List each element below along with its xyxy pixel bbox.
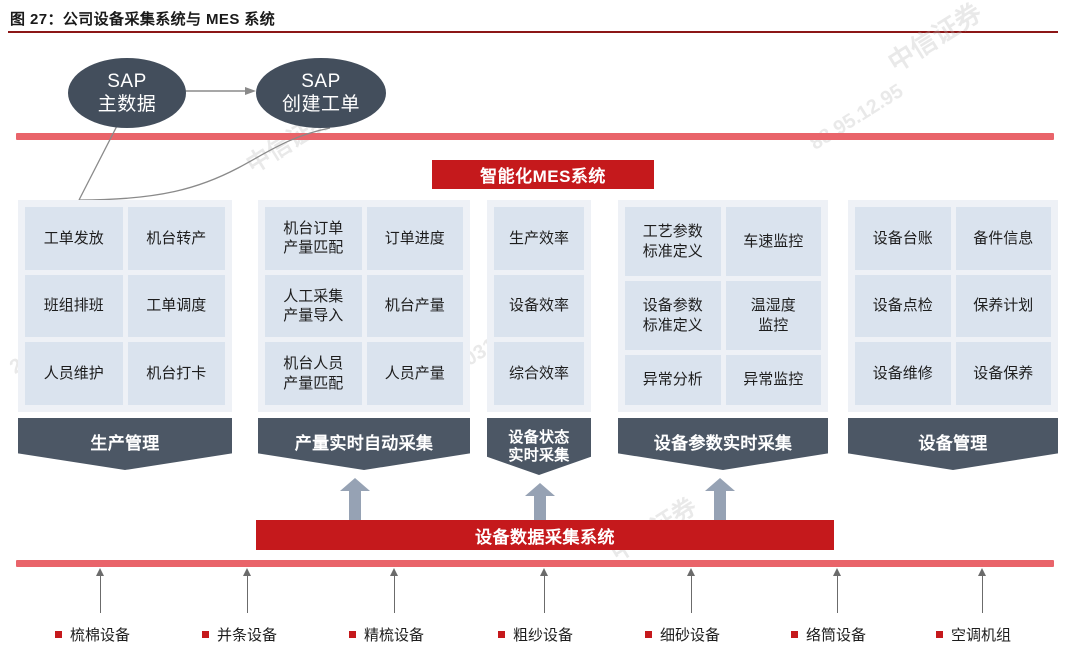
column-footer-equipment-status-realtime-collection: 设备状态实时采集 [487, 418, 591, 475]
module-cell[interactable]: 温湿度监控 [725, 281, 821, 351]
bullet-icon [791, 631, 798, 638]
sap-master-data-line2: 主数据 [97, 94, 157, 115]
module-cell[interactable]: 保养计划 [955, 274, 1051, 338]
sap-master-data-node[interactable]: SAP 主数据 [68, 58, 186, 128]
device-item-label: 络筒设备 [806, 627, 867, 644]
data-collection-system-label: 设备数据采集系统 [475, 527, 615, 547]
cell-grid: 机台订单产量匹配 订单进度 人工采集产量导入 机台产量 机台人员产量匹配 人员产… [265, 207, 463, 405]
top-divider-rule [16, 133, 1054, 140]
module-cell[interactable]: 设备效率 [494, 274, 584, 338]
module-cell[interactable]: 订单进度 [366, 207, 463, 270]
bullet-icon [55, 631, 62, 638]
device-item[interactable]: 粗纱设备 [498, 624, 573, 645]
device-link-arrow-icon [540, 568, 549, 613]
module-cell[interactable]: 工单发放 [25, 207, 123, 270]
column-equipment-parameter-realtime-collection: 工艺参数标准定义 车速监控 设备参数标准定义 温湿度监控 异常分析 异常监控 [618, 200, 828, 412]
bullet-icon [349, 631, 356, 638]
sap-master-data-line1: SAP [107, 70, 147, 92]
device-link-arrow-icon [833, 568, 842, 613]
watermark: 88.95.12.95 [806, 80, 908, 155]
column-output-realtime-auto-collection: 机台订单产量匹配 订单进度 人工采集产量导入 机台产量 机台人员产量匹配 人员产… [258, 200, 470, 412]
device-item-label: 粗纱设备 [513, 627, 574, 644]
module-cell[interactable]: 人员产量 [366, 342, 463, 405]
module-cell[interactable]: 设备维修 [855, 342, 951, 405]
bottom-divider-rule [16, 560, 1054, 567]
device-link-arrow-icon [243, 568, 252, 613]
device-item-label: 精梳设备 [364, 627, 425, 644]
device-link-arrow-icon [96, 568, 105, 613]
column-footer-label: 设备参数实时采集 [653, 433, 793, 453]
cell-grid: 设备台账 备件信息 设备点检 保养计划 设备维修 设备保养 [855, 207, 1051, 405]
device-item-label: 梳棉设备 [70, 627, 131, 644]
column-equipment-management: 设备台账 备件信息 设备点检 保养计划 设备维修 设备保养 [848, 200, 1058, 412]
device-item[interactable]: 精梳设备 [349, 624, 424, 645]
flow-arrow-up-icon [340, 478, 370, 522]
device-item-label: 细砂设备 [660, 627, 721, 644]
module-cell[interactable]: 机台人员产量匹配 [265, 342, 362, 405]
flow-arrow-up-icon [525, 483, 555, 522]
module-cell[interactable]: 设备保养 [955, 342, 1051, 405]
device-link-arrow-icon [687, 568, 696, 613]
device-item[interactable]: 并条设备 [202, 624, 277, 645]
column-footer-label: 产量实时自动采集 [294, 433, 434, 453]
bullet-icon [202, 631, 209, 638]
module-cell[interactable]: 异常分析 [625, 355, 721, 405]
column-production-management: 工单发放 机台转产 班组排班 工单调度 人员维护 机台打卡 [18, 200, 232, 412]
module-cell[interactable]: 机台打卡 [127, 342, 225, 405]
device-item-label: 并条设备 [217, 627, 278, 644]
module-cell[interactable]: 机台转产 [127, 207, 225, 270]
device-item[interactable]: 络筒设备 [791, 624, 866, 645]
module-cell[interactable]: 综合效率 [494, 342, 584, 405]
module-cell[interactable]: 异常监控 [725, 355, 821, 405]
module-cell[interactable]: 人工采集产量导入 [265, 274, 362, 338]
module-cell[interactable]: 设备参数标准定义 [625, 281, 721, 351]
column-footer-label: 设备状态实时采集 [508, 428, 570, 464]
module-cell[interactable]: 备件信息 [955, 207, 1051, 270]
device-item[interactable]: 梳棉设备 [55, 624, 130, 645]
module-cell[interactable]: 机台产量 [366, 274, 463, 338]
device-item[interactable]: 细砂设备 [645, 624, 720, 645]
module-cell[interactable]: 班组排班 [25, 274, 123, 338]
sap-work-order-line2: 创建工单 [281, 94, 360, 115]
column-footer-production-management: 生产管理 [18, 418, 232, 470]
mes-system-banner-label: 智能化MES系统 [480, 167, 606, 186]
column-footer-equipment-parameter-realtime-collection: 设备参数实时采集 [618, 418, 828, 470]
module-cell[interactable]: 机台订单产量匹配 [265, 207, 362, 270]
column-footer-label: 生产管理 [90, 433, 160, 453]
device-item-label: 空调机组 [951, 627, 1012, 644]
column-footer-label: 设备管理 [918, 433, 988, 453]
module-cell[interactable]: 人员维护 [25, 342, 123, 405]
data-collection-system-banner: 设备数据采集系统 [256, 520, 834, 550]
column-footer-output-realtime-auto-collection: 产量实时自动采集 [258, 418, 470, 470]
column-equipment-status-realtime-collection: 生产效率 设备效率 综合效率 [487, 200, 591, 412]
flow-arrow-up-icon [705, 478, 735, 522]
bullet-icon [498, 631, 505, 638]
module-cell[interactable]: 设备台账 [855, 207, 951, 270]
module-cell[interactable]: 生产效率 [494, 207, 584, 270]
column-footer-equipment-management: 设备管理 [848, 418, 1058, 470]
bullet-icon [936, 631, 943, 638]
device-link-arrow-icon [978, 568, 987, 613]
cell-grid: 生产效率 设备效率 综合效率 [494, 207, 584, 405]
device-link-arrow-icon [390, 568, 399, 613]
bullet-icon [645, 631, 652, 638]
cell-grid: 工单发放 机台转产 班组排班 工单调度 人员维护 机台打卡 [25, 207, 225, 405]
device-item[interactable]: 空调机组 [936, 624, 1011, 645]
sap-work-order-node[interactable]: SAP 创建工单 [256, 58, 386, 128]
module-cell[interactable]: 设备点检 [855, 274, 951, 338]
figure-title: 图 27：公司设备采集系统与 MES 系统 [10, 11, 276, 28]
module-cell[interactable]: 工艺参数标准定义 [625, 207, 721, 277]
watermark: 中信证券 [882, 0, 987, 78]
sap-work-order-line1: SAP [301, 70, 341, 92]
title-underline [8, 31, 1058, 33]
cell-grid: 工艺参数标准定义 车速监控 设备参数标准定义 温湿度监控 异常分析 异常监控 [625, 207, 821, 405]
mes-system-banner: 智能化MES系统 [432, 160, 654, 189]
module-cell[interactable]: 车速监控 [725, 207, 821, 277]
module-cell[interactable]: 工单调度 [127, 274, 225, 338]
